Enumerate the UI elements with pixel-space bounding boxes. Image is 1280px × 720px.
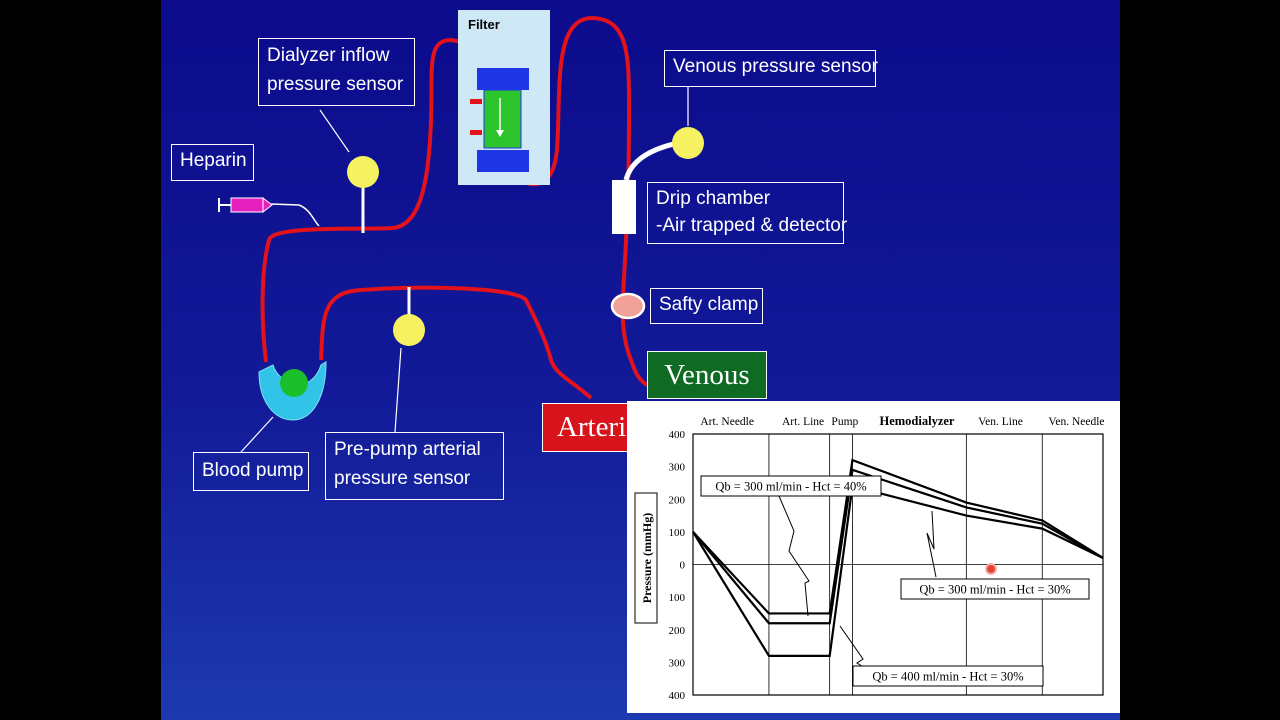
y-tick-label-7: 300: [669, 657, 686, 669]
circuit-diagram: [218, 10, 704, 453]
category-label-5: Ven. Needle: [1048, 416, 1104, 428]
pre-pump-line-2: pressure sensor: [334, 468, 471, 489]
annotation-pointer-1: [926, 510, 937, 578]
pre-pump-line-1: Pre-pump arterial: [334, 439, 481, 460]
pressure-chart-panel: Art. Needle Art. Line Pump Hemodialyzer Ven.…: [627, 401, 1120, 713]
y-tick-label-1: 300: [669, 462, 686, 474]
y-tick-label-4: 0: [680, 560, 686, 572]
pre-pump-sensor-label: Pre-pump arterial pressure sensor: [325, 432, 504, 500]
filter-label: Filter: [468, 17, 500, 32]
pump-to-filter-tubing: [260, 37, 492, 363]
drip-chamber-line-1: Drip chamber: [656, 188, 771, 209]
drip-chamber-label: Drip chamber -Air trapped & detector: [647, 182, 848, 244]
y-axis-label: Pressure (mmHg): [640, 513, 654, 604]
annotation-box-1: [900, 578, 1090, 600]
heparin-label: Heparin: [171, 144, 254, 181]
y-tick-label-6: 200: [669, 625, 686, 637]
filter-bottom-cap: [477, 150, 529, 172]
filter-to-venous-tubing: [511, 15, 649, 387]
filter-top-cap: [477, 68, 529, 90]
annotation-box-0: [700, 475, 882, 497]
dialyzer-inflow-line-2: pressure sensor: [267, 74, 404, 95]
drip-chamber-icon: [612, 180, 636, 234]
category-label-3: Hemodialyzer: [879, 414, 954, 428]
y-tick-label-0: 400: [669, 429, 686, 441]
blood-pump-label: Blood pump: [193, 452, 309, 491]
annotation-text-2: Qb = 400 ml/min - Hct = 30%: [872, 670, 1023, 684]
category-label-0: Art. Needle: [700, 416, 754, 428]
series-line-2: [692, 484, 1104, 657]
category-label-1: Art. Line: [782, 416, 824, 428]
y-tick-label-2: 200: [669, 494, 686, 506]
dialyzer-inflow-label: Dialyzer inflow pressure sensor: [258, 38, 415, 106]
venous-pressure-sensor-label: Venous pressure sensor: [664, 50, 878, 87]
safety-clamp-label: Safty clamp: [650, 288, 763, 324]
annotation-text-0: Qb = 300 ml/min - Hct = 40%: [715, 480, 866, 494]
pointer-dot-icon: [985, 563, 997, 575]
ylabel-box: [634, 492, 658, 624]
series-line-0: [692, 458, 1104, 615]
series-line-1: [692, 468, 1104, 625]
y-tick-label-5: 100: [669, 592, 686, 604]
heparin-syringe-icon: [218, 196, 273, 214]
dialyzer-inflow-line-1: Dialyzer inflow: [267, 45, 390, 66]
annotation-pointer-0: [778, 495, 810, 617]
category-label-4: Ven. Line: [978, 416, 1023, 428]
pre-pump-sensor-icon: [393, 314, 425, 346]
y-tick-label-3: 100: [669, 527, 686, 539]
filter-core: [483, 89, 522, 149]
arterial-tubing: [319, 285, 593, 400]
annotation-box-2: [852, 665, 1044, 687]
heparin-line: [270, 203, 320, 227]
blood-pump-icon: [258, 361, 327, 421]
category-label-2: Pump: [831, 416, 858, 428]
venous-pressure-sensor-icon: [672, 127, 704, 159]
annotation-text-1: Qb = 300 ml/min - Hct = 30%: [919, 583, 1070, 597]
pressure-chart: Art. Needle Art. Line Pump Hemodialyzer Ven.…: [634, 414, 1105, 702]
safety-clamp-icon: [610, 292, 646, 320]
drip-chamber-line-2: -Air trapped & detector: [656, 215, 848, 236]
y-tick-label-8: 400: [669, 690, 686, 702]
venous-label: Venous: [647, 351, 767, 399]
dialyzer-inflow-sensor-icon: [347, 156, 379, 188]
